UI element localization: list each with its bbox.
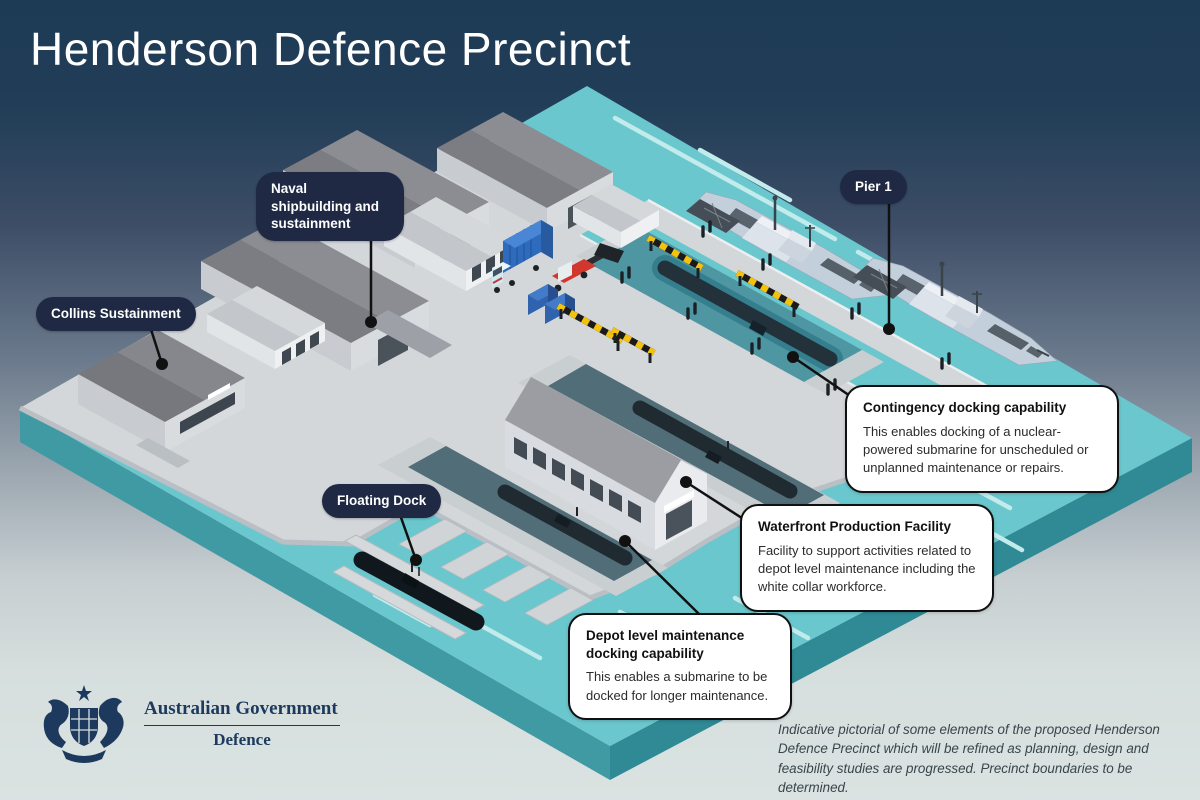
pier-1-wharf <box>625 198 1006 408</box>
callout-waterfront-production: Waterfront Production Facility Facility … <box>740 504 994 612</box>
hazard-barriers <box>556 235 800 363</box>
shipping-containers <box>528 284 575 324</box>
frigate <box>686 191 891 300</box>
government-branding: Australian Government Defence <box>38 684 340 764</box>
government-text: Australian Government Defence <box>144 698 340 750</box>
callout-depot-maintenance: Depot level maintenance docking capabili… <box>568 613 792 720</box>
callout-body: Facility to support activities related t… <box>758 542 976 595</box>
disclaimer-text: Indicative pictorial of some elements of… <box>778 722 1160 796</box>
container-truck <box>492 220 553 293</box>
callout-body: This enables a submarine to be docked fo… <box>586 669 769 703</box>
callout-body: This enables docking of a nuclear-powere… <box>863 423 1089 476</box>
government-name: Australian Government <box>144 698 338 719</box>
label-naval-shipbuilding: Naval shipbuilding and sustainment <box>256 172 404 241</box>
depot-drydock-upper <box>518 355 840 531</box>
divider <box>144 725 340 726</box>
australian-coat-of-arms-icon <box>43 685 124 763</box>
label-collins-sustainment: Collins Sustainment <box>36 297 196 331</box>
depot-drydock-lower <box>378 437 668 596</box>
callout-title: Waterfront Production Facility <box>758 519 952 534</box>
submerged-submarine <box>657 260 838 367</box>
callout-contingency-docking: Contingency docking capability This enab… <box>845 385 1119 493</box>
callout-title: Contingency docking capability <box>863 400 1067 415</box>
waterfront-production-building <box>505 377 707 550</box>
floating-dock <box>331 534 486 640</box>
flight-deck <box>686 199 740 233</box>
page-title: Henderson Defence Precinct <box>30 23 632 75</box>
submarine <box>353 551 485 631</box>
callout-title: Depot level maintenance docking capabili… <box>586 628 745 661</box>
finger-piers <box>398 518 594 626</box>
leader-lines <box>146 196 895 616</box>
reach-stacker <box>552 243 624 292</box>
contingency-dock <box>576 224 884 394</box>
collins-building <box>78 330 245 468</box>
label-floating-dock: Floating Dock <box>322 484 442 518</box>
department-name: Defence <box>213 730 271 749</box>
label-pier-1: Pier 1 <box>840 170 907 204</box>
